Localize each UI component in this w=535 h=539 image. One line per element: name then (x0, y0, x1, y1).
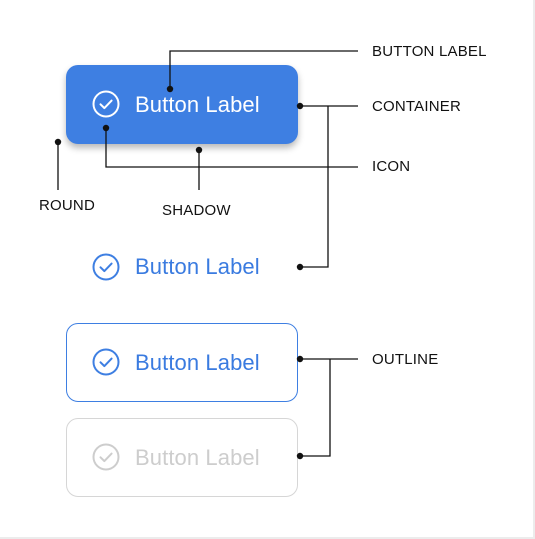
check-circle-icon (92, 90, 120, 118)
disabled-button: Button Label (66, 418, 298, 497)
annotation-round: ROUND (39, 197, 95, 214)
annotation-outline: OUTLINE (372, 351, 439, 368)
outlined-button-label: Button Label (135, 350, 260, 375)
leader-line-container-text (300, 106, 329, 268)
leader-line-outline-disabled (300, 359, 331, 457)
leader-dot-container (296, 102, 304, 110)
leader-dot-icon (102, 124, 110, 132)
leader-dot-outline-disabled (296, 452, 304, 460)
check-circle-icon (92, 348, 120, 376)
annotation-icon: ICON (372, 158, 411, 175)
annotation-button-label: BUTTON LABEL (372, 43, 487, 60)
filled-button[interactable]: Button Label (66, 65, 298, 144)
leader-dot-container-text (296, 263, 304, 271)
annotation-shadow: SHADOW (162, 202, 231, 219)
text-button-label: Button Label (135, 254, 260, 279)
check-circle-icon (92, 253, 120, 281)
leader-dot-outline (296, 355, 304, 363)
filled-button-label: Button Label (135, 92, 260, 117)
leader-dot-button-label (166, 85, 174, 93)
check-circle-icon (92, 443, 120, 471)
text-button[interactable]: Button Label (66, 228, 298, 306)
leader-dot-round (54, 138, 62, 146)
disabled-button-label: Button Label (135, 445, 260, 470)
annotation-container: CONTAINER (372, 98, 462, 115)
leader-line-icon (105, 128, 358, 168)
leader-line-button-label (169, 50, 358, 89)
leader-dot-shadow (195, 146, 203, 154)
outlined-button[interactable]: Button Label (66, 323, 298, 402)
